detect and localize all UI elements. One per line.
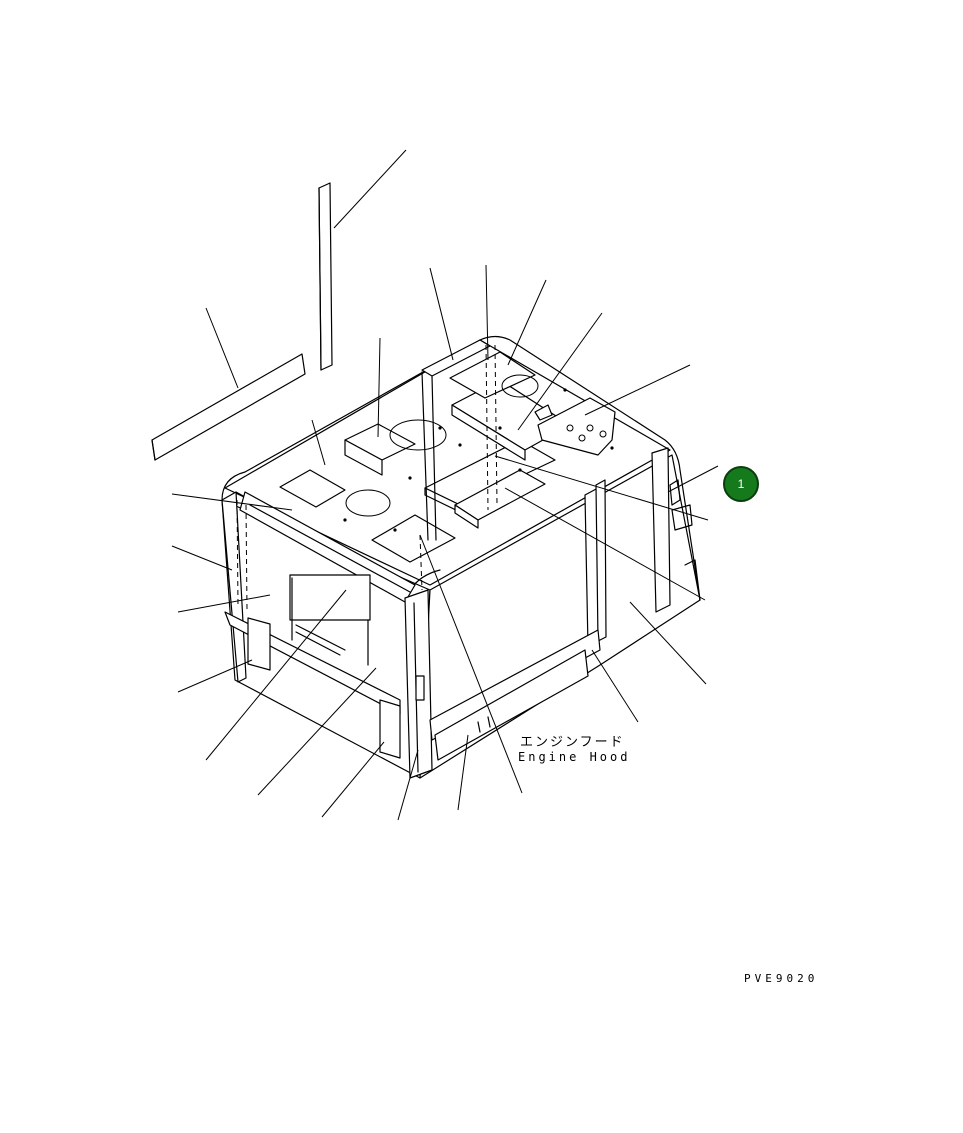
- holes: [343, 374, 614, 532]
- drawing-code: PVE9020: [744, 972, 819, 985]
- hidden-lines: [236, 344, 498, 611]
- right-frame: [429, 447, 701, 761]
- callout-marker-1[interactable]: 1: [723, 466, 759, 502]
- part-name-japanese: エンジンフード: [520, 735, 625, 750]
- leader-lines: [171, 149, 719, 821]
- left-frame: [221, 491, 416, 759]
- front-post: [404, 589, 433, 779]
- top-plates: [279, 339, 616, 563]
- vertical-strip: [318, 182, 333, 371]
- diagonal-strip: [151, 353, 306, 461]
- part-name-english: Engine Hood: [518, 750, 631, 764]
